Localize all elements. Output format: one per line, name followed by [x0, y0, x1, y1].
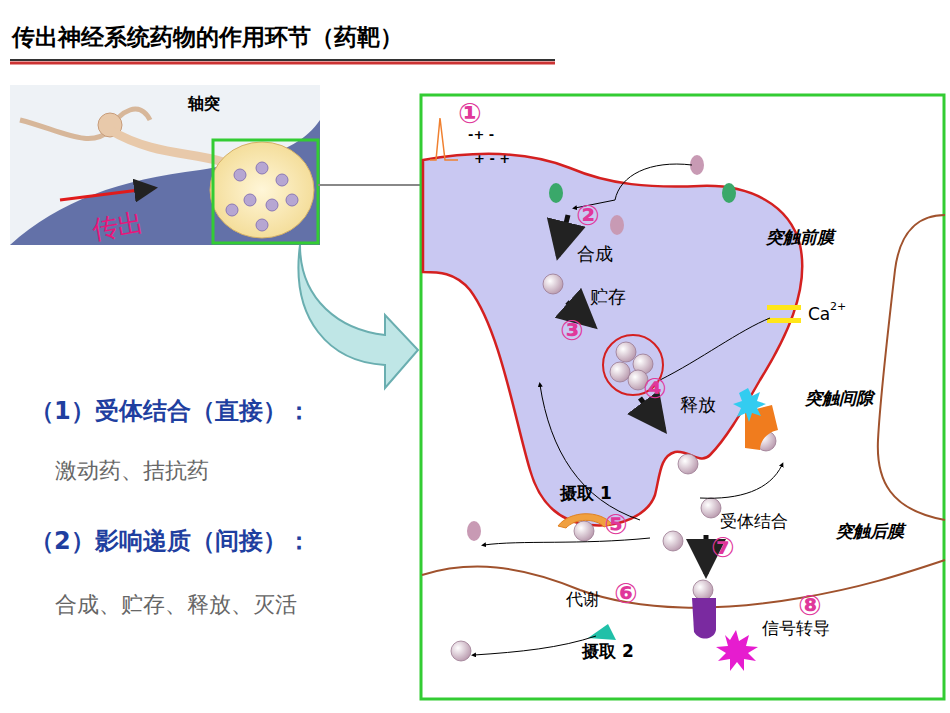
text-label: 释放 — [680, 395, 716, 416]
text-label: 2+ — [830, 301, 846, 314]
text-label: 摄取 2 — [582, 642, 634, 662]
text-label: 突触前膜 — [766, 228, 834, 248]
callout-number: ⑦ — [711, 532, 735, 564]
text-label: 轴突 — [188, 95, 220, 113]
text-label: 合成 — [577, 244, 613, 265]
text-label: 合成、贮存、释放、灭活 — [55, 592, 297, 617]
callout-number: ③ — [560, 315, 584, 347]
text-label: Ca — [808, 305, 830, 325]
text-label: （1）受体结合（直接）： — [30, 398, 311, 426]
text-label: 摄取 1 — [560, 484, 612, 504]
text-label: 突触后膜 — [836, 522, 904, 542]
text-label: 突触间隙 — [805, 389, 873, 409]
text-label: （2）影响递质（间接）： — [30, 528, 311, 556]
callout-number: ⑧ — [798, 590, 822, 622]
text-label: 信号转导 — [762, 619, 830, 639]
callout-number: ④ — [643, 373, 667, 405]
text-label: + - + — [474, 152, 510, 167]
text-label: 受体结合 — [720, 512, 788, 532]
text-label: 贮存 — [590, 287, 626, 308]
callout-number: ① — [458, 98, 482, 130]
slide-title: 传出神经系统药物的作用环节（药靶） — [12, 24, 403, 50]
callout-number: ⑤ — [604, 509, 628, 541]
text-label: 激动药、拮抗药 — [55, 458, 209, 483]
callout-number: ⑥ — [614, 578, 638, 610]
text-label: 代谢 — [566, 590, 600, 610]
text-label: -+ - — [468, 128, 494, 143]
callout-number: ② — [576, 200, 600, 232]
